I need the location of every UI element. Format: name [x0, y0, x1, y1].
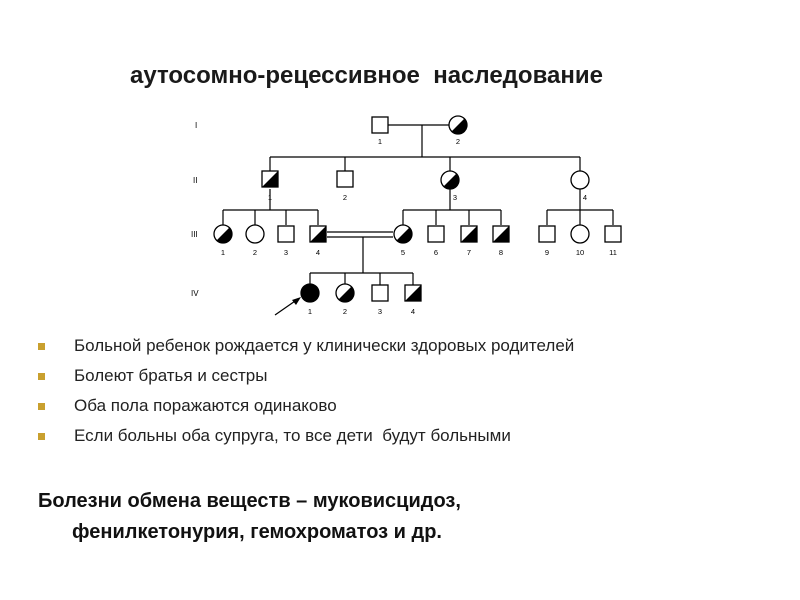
- bullet-marker-icon: [38, 343, 45, 350]
- individual-number: 4: [411, 307, 415, 316]
- conclusion-text: Болезни обмена веществ – муковисцидоз, ф…: [38, 486, 778, 548]
- bullet-text: Если больны оба супруга, то все дети буд…: [74, 426, 511, 445]
- individual-number: 3: [453, 193, 457, 202]
- proband-arrow-icon: [274, 297, 301, 316]
- individual-iii-4: [309, 225, 327, 243]
- individual-number: 1: [268, 193, 272, 202]
- generation-label: IV: [191, 289, 199, 298]
- individual-iv-4: [404, 284, 422, 302]
- individual-number: 8: [499, 248, 503, 257]
- bullet-text: Болеют братья и сестры: [74, 366, 268, 385]
- individual-iv-1: [300, 283, 320, 303]
- individual-number: 3: [284, 248, 288, 257]
- generation-label: II: [193, 176, 197, 185]
- individual-iii-2: [245, 224, 265, 244]
- bullet-list: Больной ребенок рождается у клинически з…: [38, 331, 778, 451]
- individual-iii-3: [277, 225, 295, 243]
- bullet-marker-icon: [38, 403, 45, 410]
- individual-iv-2: [335, 283, 355, 303]
- individual-ii-1: [261, 170, 279, 188]
- individual-number: 1: [308, 307, 312, 316]
- individual-number: 9: [545, 248, 549, 257]
- individual-number: 2: [343, 193, 347, 202]
- individual-iii-9: [538, 225, 556, 243]
- individual-number: 1: [378, 137, 382, 146]
- conclusion-line-1: Болезни обмена веществ – муковисцидоз,: [38, 490, 461, 512]
- bullet-marker-icon: [38, 373, 45, 380]
- individual-ii-2: [336, 170, 354, 188]
- individual-number: 7: [467, 248, 471, 257]
- individual-number: 2: [456, 137, 460, 146]
- slide-title: аутосомно-рецессивное наследование: [130, 62, 603, 89]
- individual-number: 4: [316, 248, 320, 257]
- bullet-text: Оба пола поражаются одинаково: [74, 396, 337, 415]
- generation-label: III: [191, 230, 198, 239]
- individual-ii-4: [570, 170, 590, 190]
- list-item: Больной ребенок рождается у клинически з…: [38, 331, 778, 361]
- individual-iii-7: [460, 225, 478, 243]
- individual-number: 6: [434, 248, 438, 257]
- individual-iii-11: [604, 225, 622, 243]
- bullet-text: Больной ребенок рождается у клинически з…: [74, 336, 575, 355]
- individual-ii-3: [440, 170, 460, 190]
- individual-number: 1: [221, 248, 225, 257]
- individual-iii-1: [213, 224, 233, 244]
- individual-i-1: [371, 116, 389, 134]
- individual-iii-6: [427, 225, 445, 243]
- individual-iii-8: [492, 225, 510, 243]
- individual-number: 3: [378, 307, 382, 316]
- individual-number: 2: [343, 307, 347, 316]
- individual-iii-10: [570, 224, 590, 244]
- individual-number: 10: [576, 248, 584, 257]
- list-item: Болеют братья и сестры: [38, 361, 778, 391]
- individual-number: 4: [583, 193, 587, 202]
- individual-number: 11: [609, 248, 617, 257]
- generation-label: I: [195, 121, 197, 130]
- individual-iv-3: [371, 284, 389, 302]
- individual-number: 2: [253, 248, 257, 257]
- individual-number: 5: [401, 248, 405, 257]
- list-item: Если больны оба супруга, то все дети буд…: [38, 421, 778, 451]
- bullet-marker-icon: [38, 433, 45, 440]
- conclusion-line-2: фенилкетонурия, гемохроматоз и др.: [72, 521, 442, 543]
- pedigree-chart: I II III IV 1 2 1 2 3 4 1 2 3 4 5 6 7 8 …: [191, 115, 622, 316]
- individual-i-2: [448, 115, 468, 135]
- individual-iii-5: [393, 224, 413, 244]
- list-item: Оба пола поражаются одинаково: [38, 391, 778, 421]
